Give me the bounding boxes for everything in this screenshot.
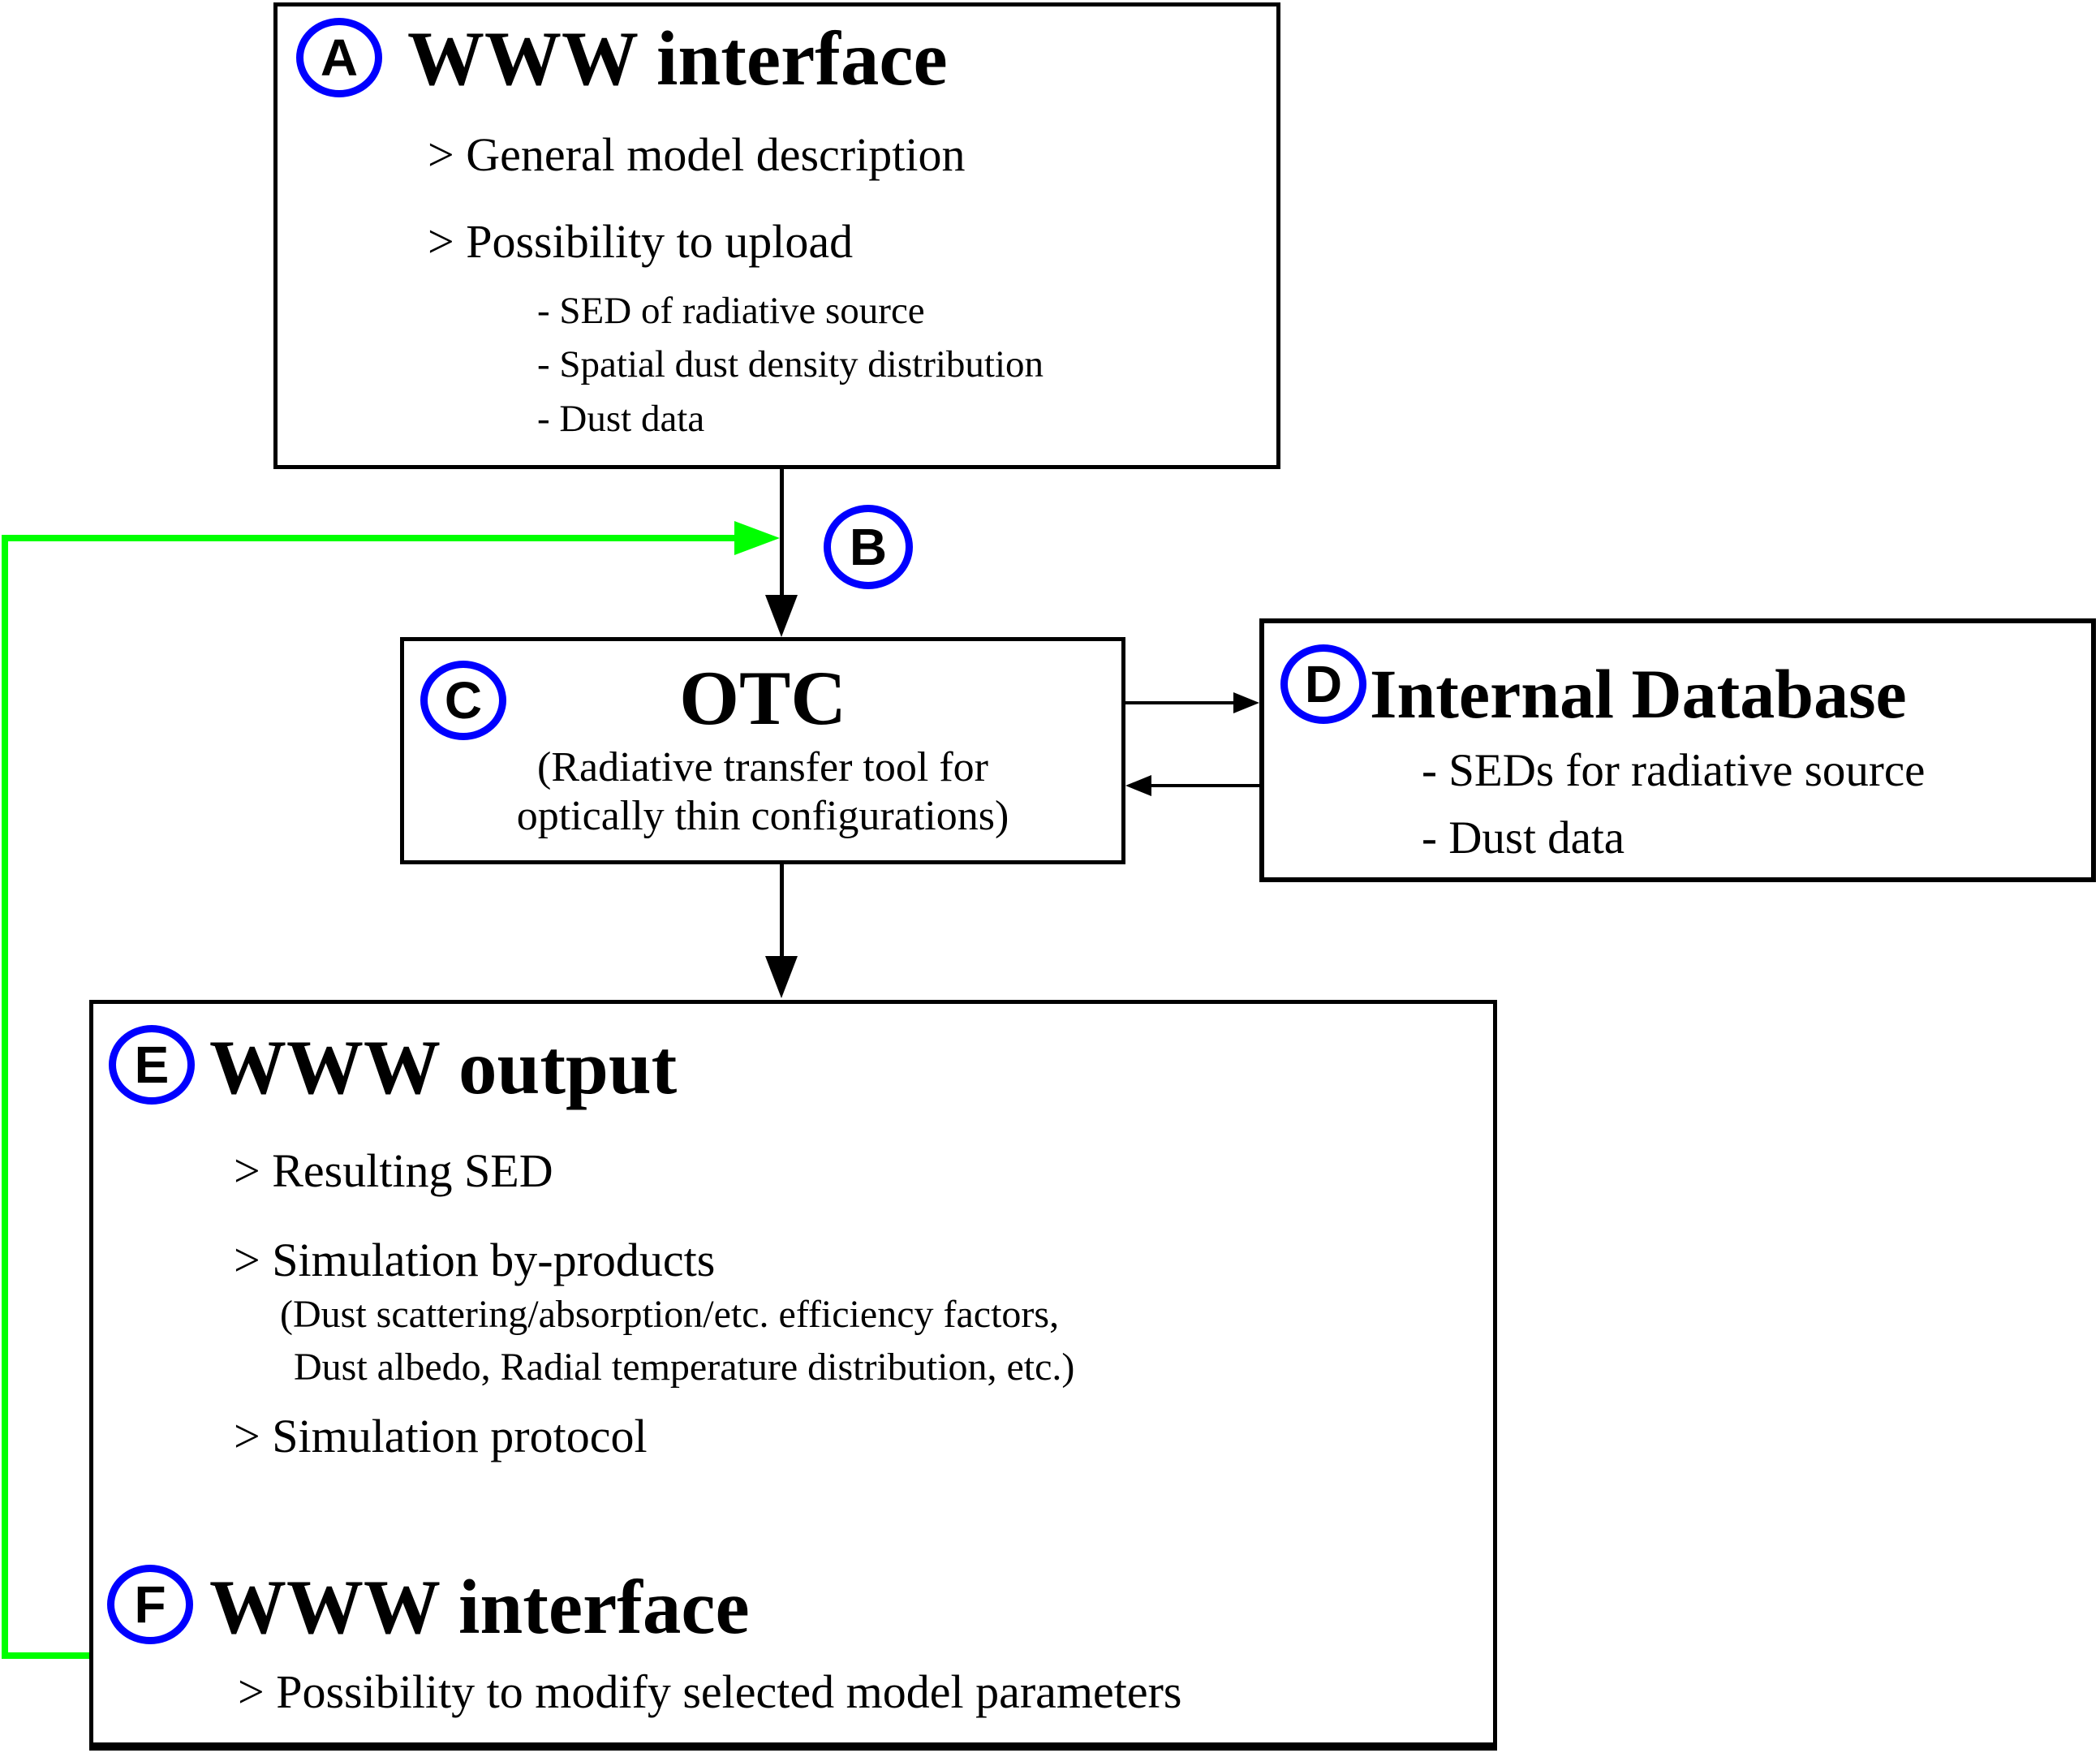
box-d-internal-database: D Internal Database - SEDs for radiative… [1259, 618, 2096, 882]
circle-label-e: E [109, 1025, 195, 1105]
circle-label-a: A [296, 18, 382, 97]
section-e-bullet-resulting-sed: > Resulting SED [234, 1144, 553, 1197]
box-a-title: WWW interface [407, 15, 948, 101]
section-f-bullet-modify-parameters: > Possibility to modify selected model p… [238, 1665, 1182, 1718]
box-c-otc: C OTC (Radiative transfer tool for optic… [400, 637, 1125, 864]
box-a-bullet-possibility-to-upload: > Possibility to upload [428, 215, 854, 268]
feedback-line-bottom [2, 1652, 93, 1659]
circle-label-d: D [1280, 644, 1366, 724]
box-a-subitem-dust-data: - Dust data [537, 398, 705, 440]
arrow-d-to-c-line [1151, 784, 1259, 787]
feedback-arrow-head [734, 521, 780, 555]
arrow-a-to-c-head [765, 595, 798, 637]
section-f-title: WWW interface [209, 1564, 750, 1650]
arrow-a-to-c-line [780, 469, 784, 599]
box-a-www-interface: A WWW interface > General model descript… [273, 2, 1280, 469]
box-a-subitem-sed: - SED of radiative source [537, 290, 925, 332]
circle-label-b: B [824, 505, 913, 589]
arrow-c-to-d-head [1233, 692, 1259, 713]
circle-label-f: F [107, 1565, 193, 1644]
box-c-subtitle-line2: optically thin configurations) [516, 793, 1009, 839]
section-e-bullet-simulation-protocol: > Simulation protocol [234, 1410, 648, 1462]
box-c-title: OTC [679, 655, 846, 741]
box-d-item-dust-data: - Dust data [1422, 812, 1625, 864]
feedback-line-vertical [2, 535, 8, 1659]
box-a-subitem-spatial-dust: - Spatial dust density distribution [537, 343, 1044, 385]
box-c-subtitle-line1: (Radiative transfer tool for [537, 744, 988, 790]
arrow-c-to-e-line [780, 864, 784, 958]
section-e-bullet-simulation-by-products: > Simulation by-products [234, 1234, 716, 1286]
feedback-line-top [2, 535, 734, 541]
section-e-note-dust-albedo: Dust albedo, Radial temperature distribu… [294, 1346, 1075, 1389]
box-d-title: Internal Database [1370, 655, 1907, 733]
box-d-item-seds: - SEDs for radiative source [1422, 745, 1926, 796]
section-e-note-efficiency-factors: (Dust scattering/absorption/etc. efficie… [280, 1293, 1060, 1336]
arrow-d-to-c-head [1125, 775, 1151, 796]
box-a-bullet-general-model-description: > General model description [428, 128, 966, 181]
arrow-c-to-d-line [1125, 701, 1237, 704]
arrow-c-to-e-head [765, 956, 798, 998]
circle-label-c: C [420, 661, 506, 740]
box-ef-www-output-interface: E WWW output > Resulting SED > Simulatio… [89, 1000, 1497, 1751]
section-e-title: WWW output [209, 1024, 678, 1110]
